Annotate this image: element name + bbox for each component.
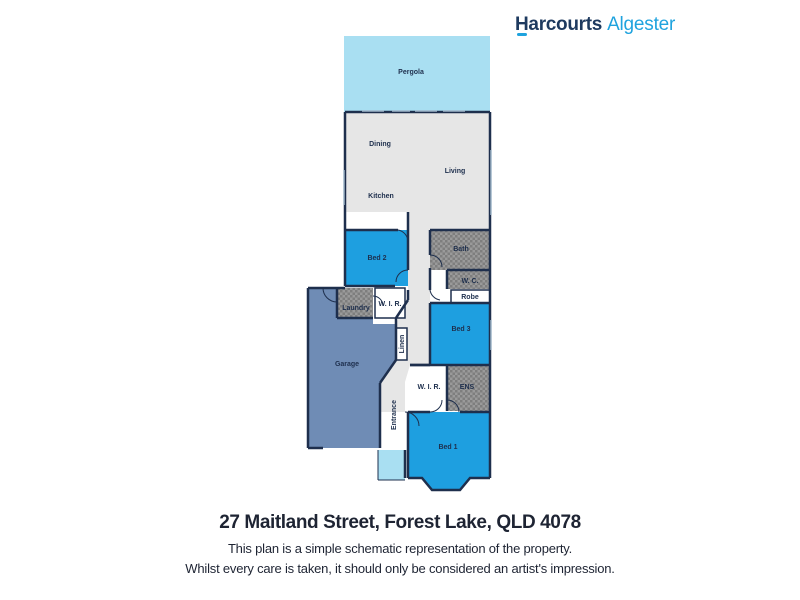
living-floor <box>345 112 490 412</box>
property-address: 27 Maitland Street, Forest Lake, QLD 407… <box>219 512 581 533</box>
linen-label: Linen <box>399 335 406 354</box>
wir2-label: W. I. R. <box>418 384 441 391</box>
bath-room <box>430 230 490 270</box>
brand-office: Algester <box>607 14 676 35</box>
disclaimer-line-2: Whilst every care is taken, it should on… <box>185 561 615 576</box>
ens-room <box>447 365 490 411</box>
kitchen-label: Kitchen <box>368 193 394 200</box>
wc-room <box>448 270 490 289</box>
bed1-room <box>408 412 490 490</box>
pergola-label: Pergola <box>398 69 424 76</box>
door-swings <box>322 229 460 427</box>
brand-logo: Harcourts Algester <box>515 14 675 36</box>
laundry-label: Laundry <box>342 305 370 312</box>
bed3-label: Bed 3 <box>451 326 470 333</box>
pergola-area <box>344 36 490 112</box>
bed3-room <box>430 303 490 365</box>
disclaimer-line-1: This plan is a simple schematic represen… <box>227 541 573 556</box>
floor-plan: Pergola Dining Living Kitchen Bed 2 Bath… <box>306 36 492 492</box>
porch-area <box>378 450 405 480</box>
living-label: Living <box>445 168 466 175</box>
wir1-label: W. I. R. <box>379 301 402 308</box>
brand-underline-icon <box>517 33 527 36</box>
robe-label: Robe <box>461 294 479 301</box>
ens-label: ENS <box>460 384 475 391</box>
garage-label: Garage <box>335 361 359 368</box>
garage-room <box>308 288 396 448</box>
bed1-label: Bed 1 <box>438 444 457 451</box>
walls <box>306 110 492 492</box>
brand-name: Harcourts <box>515 14 603 35</box>
entrance-label: Entrance <box>391 400 398 430</box>
bed2-label: Bed 2 <box>367 255 386 262</box>
windows <box>343 110 492 350</box>
dining-label: Dining <box>369 141 391 148</box>
wir-closet-2 <box>410 365 447 411</box>
bath-label: Bath <box>453 246 469 253</box>
laundry-room <box>337 288 373 318</box>
wc-label: W. C. <box>461 278 478 285</box>
